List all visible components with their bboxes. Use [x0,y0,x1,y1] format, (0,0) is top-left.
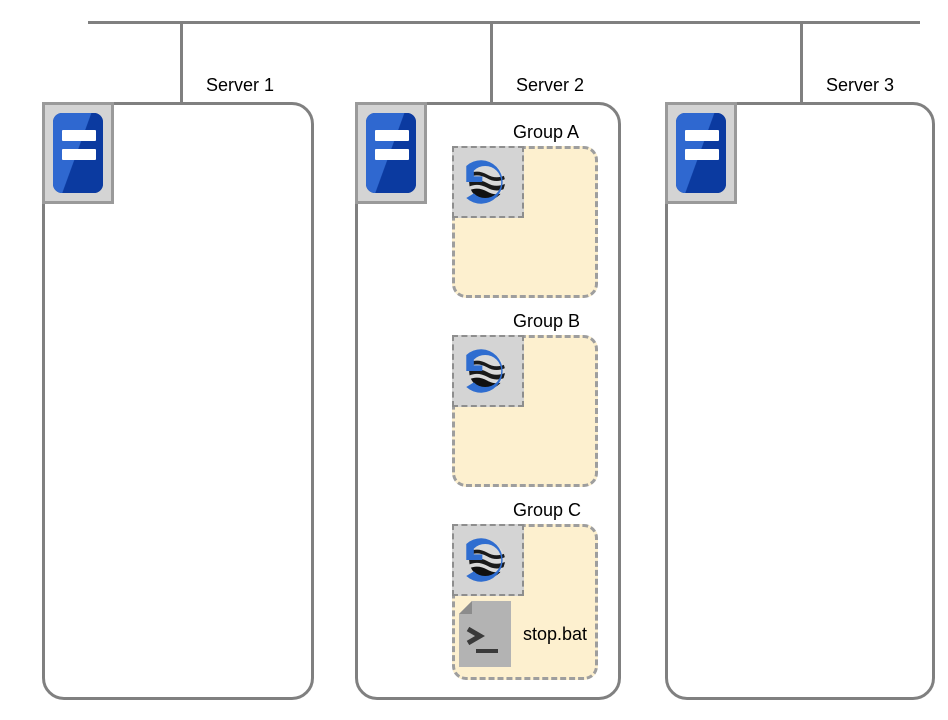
server-bar-bottom [62,149,96,160]
bus-drop-line-server-2 [490,21,493,104]
server-chassis [676,113,726,193]
glassfish-instance-icon-c1[interactable] [452,524,524,596]
bus-drop-line-server-1 [180,21,183,104]
server-bar-top [62,130,96,141]
server-3-label: Server 3 [826,75,895,95]
server-bar-top [375,130,409,141]
server-1-icon[interactable] [42,102,114,204]
script-file-row-stop-bat[interactable]: stop.bat [459,601,587,667]
group-a-label: Group A [513,122,580,142]
server-3-icon[interactable] [665,102,737,204]
glassfish-instance-icon-b1[interactable] [452,335,524,407]
script-file-label: stop.bat [523,624,588,644]
server-bar-bottom [375,149,409,160]
server-chassis [366,113,416,193]
server-bar-bottom [685,149,719,160]
bus-drop-line-server-3 [800,21,803,104]
group-b-label: Group B [513,311,581,331]
glassfish-instance-icon-a1[interactable] [452,146,524,218]
server-2-icon[interactable] [355,102,427,204]
script-file-icon[interactable] [459,601,511,667]
bus-horizontal-line [88,21,920,24]
server-bar-top [685,130,719,141]
server-chassis [53,113,103,193]
server-2-label: Server 2 [516,75,585,95]
server-1-label: Server 1 [206,75,275,95]
group-c-label: Group C [513,500,582,520]
